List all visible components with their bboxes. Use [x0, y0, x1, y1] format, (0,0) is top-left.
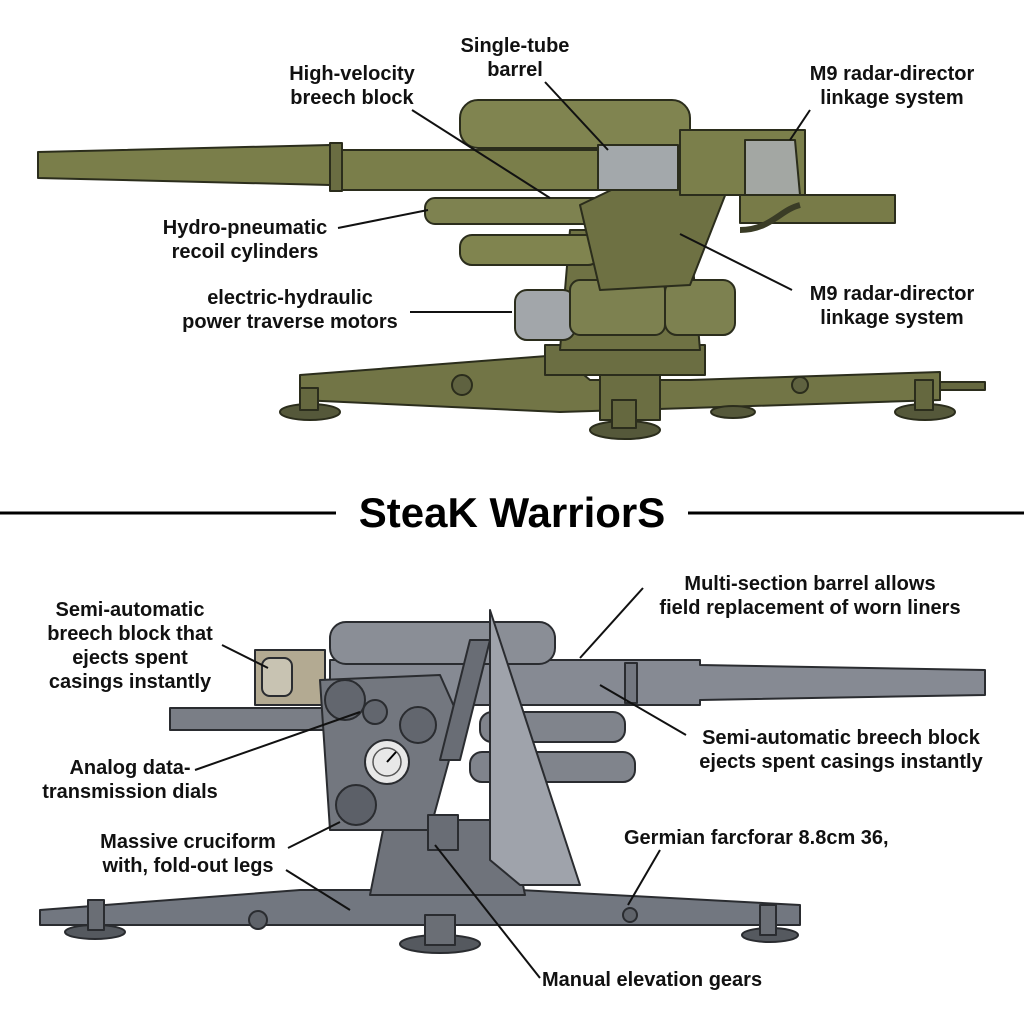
- label-semi-auto-breech-left: Semi-automatic breech block that ejects …: [47, 599, 213, 693]
- label-cruciform-legs: Massive cruciform with, fold-out legs: [100, 831, 276, 877]
- label-multi-section-barrel: Multi-section barrel allows field replac…: [659, 573, 961, 619]
- page-title: SteaK WarriorS: [0, 488, 1024, 538]
- label-manual-elevation: Manual elevation gears: [542, 969, 763, 991]
- label-analog-dials: Analog data- transmission dials: [42, 757, 218, 803]
- top-leader-lines: [337, 81, 811, 313]
- label-m9-radar-top: M9 radar-director linkage system: [809, 63, 975, 109]
- gray-gun-illustration: [39, 609, 986, 954]
- label-recoil-cylinders: Hydro-pneumatic recoil cylinders: [162, 217, 328, 263]
- bottom-leader-lines: [194, 587, 687, 979]
- label-traverse-motors: electric-hydraulic power traverse motors: [182, 287, 398, 333]
- label-german-model: Germian farcforar 8.8cm 36,: [624, 827, 889, 849]
- olive-gun-illustration: [37, 99, 986, 440]
- label-semi-auto-breech-right: Semi-automatic breech block ejects spent…: [699, 727, 983, 773]
- label-high-velocity-breech: High-velocity breech block: [289, 63, 415, 109]
- label-single-tube-barrel: Single-tube barrel: [460, 35, 570, 81]
- label-m9-radar-mid: M9 radar-director linkage system: [809, 283, 975, 329]
